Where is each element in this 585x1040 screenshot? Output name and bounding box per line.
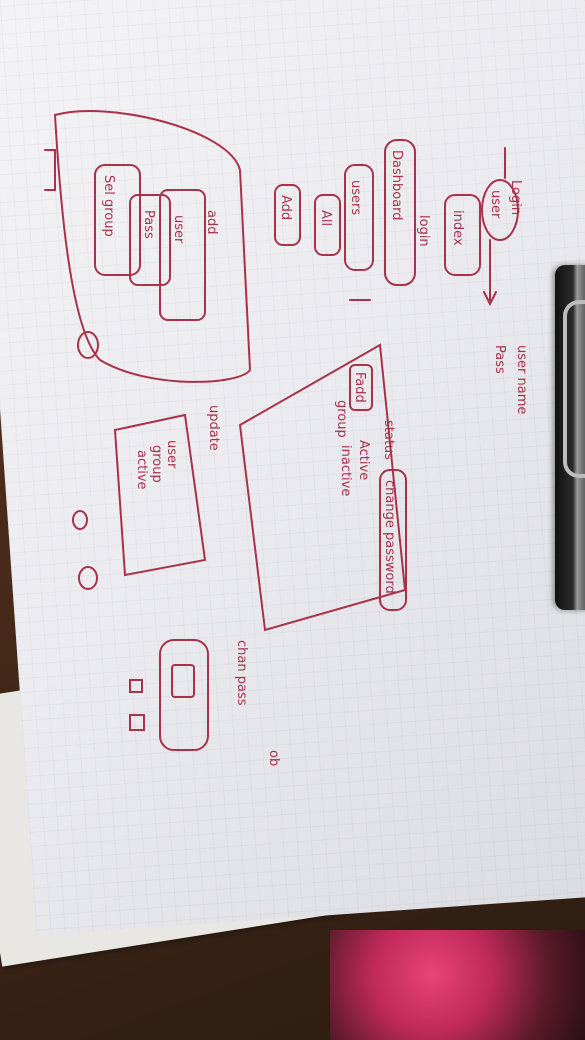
- change-pass-icon-1: [129, 679, 143, 693]
- label-change-password: change password: [382, 480, 397, 594]
- label-users: users: [348, 180, 363, 215]
- update-form-frame: [113, 413, 207, 577]
- label-add-group: Sel group: [101, 175, 116, 237]
- label-add-user: user: [171, 215, 186, 244]
- label-login-note: login: [416, 215, 431, 247]
- label-index: index: [450, 210, 465, 246]
- label-all: All: [318, 210, 333, 226]
- label-update: update: [206, 405, 221, 451]
- add-pass-field: [129, 194, 171, 286]
- clip-ring: [563, 300, 585, 478]
- index-box: [444, 194, 481, 276]
- label-fadd: Fadd: [352, 372, 367, 403]
- label-add-section: add: [204, 210, 219, 234]
- label-group: group: [334, 400, 349, 438]
- label-inactive: inactive: [338, 445, 353, 496]
- update-icon-1: [72, 510, 88, 530]
- user-bubble: [481, 179, 519, 241]
- label-login: Login: [508, 180, 523, 215]
- label-active: Active: [356, 440, 371, 480]
- label-add-pass: Pass: [141, 210, 156, 239]
- change-pass-input: [171, 664, 195, 698]
- label-upd-active: active: [134, 450, 149, 490]
- pink-fabric: [330, 930, 585, 1040]
- label-add-button: Add: [278, 195, 293, 220]
- change-pass-icon-2: [129, 714, 145, 731]
- fadd-button: [349, 364, 373, 411]
- add-icon-left: [77, 331, 99, 359]
- label-change-pass: chan pass: [234, 640, 249, 706]
- add-group-select: [94, 164, 141, 276]
- change-password-box: [379, 469, 407, 611]
- label-upd-group: group: [149, 445, 164, 483]
- users-box: [344, 164, 374, 271]
- update-icon-2: [78, 566, 98, 590]
- label-status: status: [381, 420, 396, 460]
- label-user: user: [488, 190, 503, 219]
- label-dashboard: Dashboard: [389, 150, 404, 221]
- all-box: [314, 194, 341, 256]
- arrow-login-username: [483, 239, 497, 307]
- clipboard-clip: [555, 265, 585, 610]
- add-checkbox: [44, 149, 56, 191]
- dashboard-box: [384, 139, 416, 286]
- label-username: user name: [514, 345, 529, 414]
- add-button-box: [274, 184, 301, 246]
- add-form-frame: [53, 110, 252, 383]
- label-side-tab: ob: [266, 750, 281, 766]
- change-pass-panel: [159, 639, 209, 751]
- add-user-field: [159, 189, 206, 321]
- label-pass: Pass: [492, 345, 507, 374]
- label-upd-user: user: [164, 440, 179, 469]
